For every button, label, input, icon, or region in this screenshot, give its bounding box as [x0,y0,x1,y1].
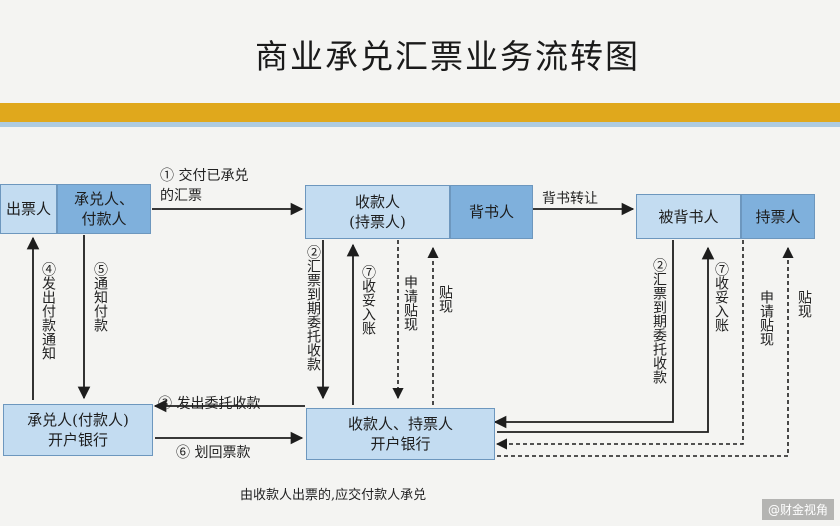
edge-notify-payment-label: ④发出付款通知 [40,262,56,360]
edge-deliver-label: ① 交付已承兑的汇票 [160,168,249,204]
edge-apply-right-label: 申请贴现 [758,290,774,346]
edge-credit-right-arrow [497,246,715,433]
node-acceptor: 承兑人、 付款人 [57,184,151,234]
node-endorsee: 被背书人 [636,194,741,239]
node-payee-bank-label-1: 收款人、持票人 [347,415,453,433]
node-payee-bank: 收款人、持票人 开户银行 [306,408,495,460]
edge-discount-left-label: 贴现 [437,285,453,313]
node-payee: 收款人 (持票人) [305,185,450,239]
title-band-shadow [0,122,840,127]
edge-remit-label: ⑥ 划回票款 [176,445,251,461]
node-payer-bank: 承兑人(付款人) 开户银行 [3,404,153,456]
edge-endorse-label: 背书转让 [542,191,598,207]
node-holder: 持票人 [741,194,815,239]
node-payer-bank-label-1: 承兑人(付款人) [27,411,129,429]
edge-credit-right-label: ⑦收妥入账 [713,262,729,332]
edge-apply-left-label: 申请贴现 [402,275,418,331]
edge-notice-label: ⑤通知付款 [92,262,108,332]
node-drawer: 出票人 [0,184,57,234]
title-band [0,103,840,122]
node-drawer-label: 出票人 [5,200,51,218]
node-payee-label-2: (持票人) [349,213,406,231]
edge-credit-left-label: ⑦收妥入账 [360,265,376,335]
edge-send-collection-label: ③ 发出委托收款 [158,396,261,412]
node-payer-bank-label-2: 开户银行 [47,431,108,449]
edge-collect-right-label: ②汇票到期委托收款 [651,258,667,384]
watermark: @财金视角 [761,499,834,520]
diagram-caption: 由收款人出票的,应交付款人承兑 [240,488,427,503]
node-holder-label: 持票人 [755,207,801,226]
node-endorser: 背书人 [450,185,533,239]
edge-collect-left-label: ②汇票到期委托收款 [305,245,321,371]
node-endorsee-label: 被背书人 [658,207,719,226]
node-payee-label-1: 收款人 [354,193,400,211]
edge-collect-right-arrow [493,240,674,429]
node-acceptor-label-1: 承兑人、 [73,190,134,208]
edge-discount-right-label: 贴现 [796,290,812,318]
node-acceptor-label-2: 付款人 [81,210,127,228]
node-endorser-label: 背书人 [468,203,514,221]
node-payee-bank-label-2: 开户银行 [370,435,431,453]
edge-discount-right-arrow [497,246,794,457]
page-title: 商业承兑汇票业务流转图 [255,37,640,76]
edge-apply-right-arrow [495,240,744,450]
